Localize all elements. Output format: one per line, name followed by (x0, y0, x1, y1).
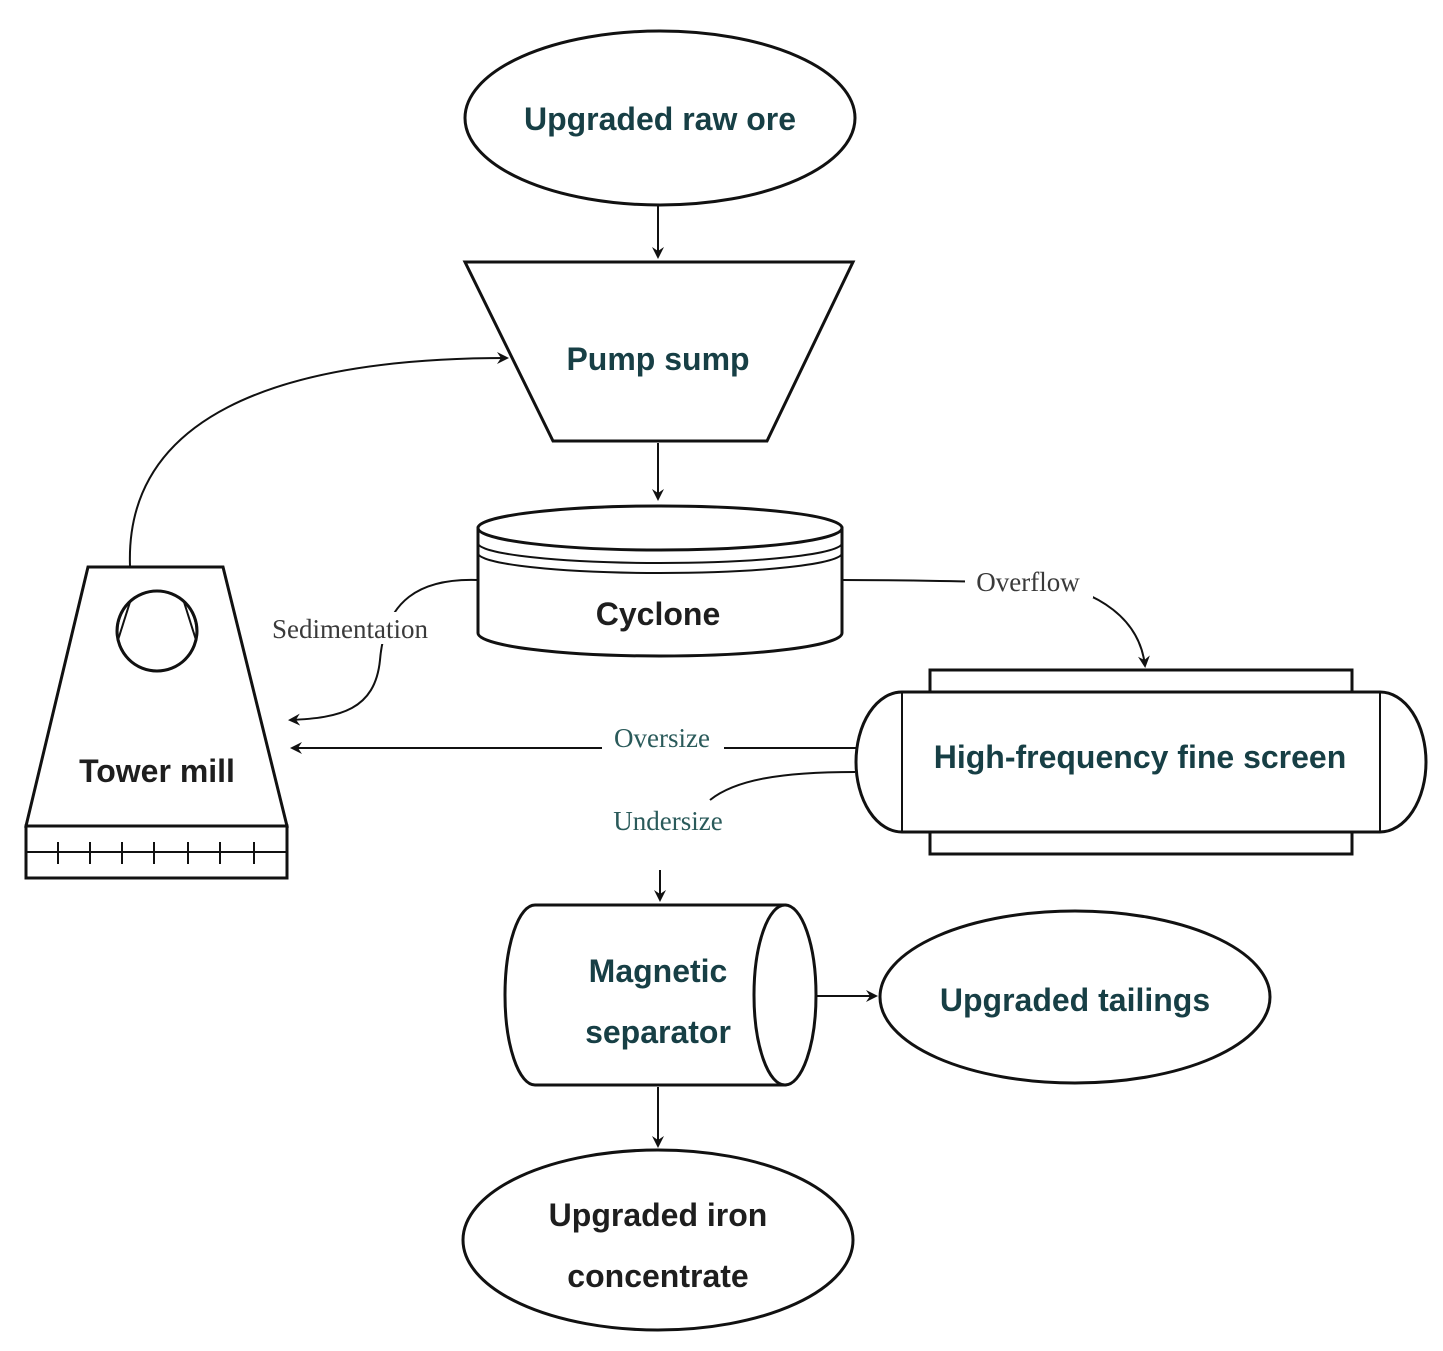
raw-ore-label: Upgraded raw ore (524, 101, 796, 137)
node-magnetic-separator: Magnetic separator (503, 903, 818, 1087)
motor-icon (115, 589, 199, 673)
iron-concentrate-label-line2: concentrate (567, 1258, 748, 1294)
node-fine-screen: High-frequency fine screen (854, 668, 1428, 856)
tower-mill-grate-icon (57, 842, 255, 864)
node-tower-mill: Tower mill (24, 565, 289, 880)
node-tailings: Upgraded tailings (878, 909, 1272, 1085)
node-cyclone: Cyclone (476, 504, 844, 658)
edge-label-oversize: Oversize (614, 723, 710, 753)
overflow-label-bg (965, 566, 1093, 598)
edge-label-overflow: Overflow (976, 567, 1080, 597)
cyclone-label: Cyclone (596, 596, 720, 632)
node-pump-sump: Pump sump (462, 260, 856, 443)
oversize-label-bg (602, 722, 724, 752)
magnetic-separator-label-line1: Magnetic (589, 953, 728, 989)
node-raw-ore: Upgraded raw ore (463, 29, 857, 207)
pump-sump-label: Pump sump (566, 341, 749, 377)
edge-label-sedimentation: Sedimentation (272, 614, 428, 644)
tailings-label: Upgraded tailings (940, 982, 1210, 1018)
arrow-cyclone-sedimentation-to-tower-mill (288, 578, 479, 726)
line-fine-screen-undersize (709, 771, 856, 801)
iron-concentrate-label-line1: Upgraded iron (549, 1197, 768, 1233)
sedimentation-label-bg (252, 612, 448, 644)
node-iron-concentrate: Upgraded iron concentrate (461, 1148, 855, 1332)
magnetic-separator-label-line2: separator (585, 1014, 731, 1050)
tower-mill-label: Tower mill (79, 753, 235, 789)
fine-screen-label: High-frequency fine screen (934, 739, 1347, 775)
edge-label-undersize: Undersize (613, 806, 722, 836)
arrow-tower-mill-to-pump-sump (128, 352, 509, 567)
